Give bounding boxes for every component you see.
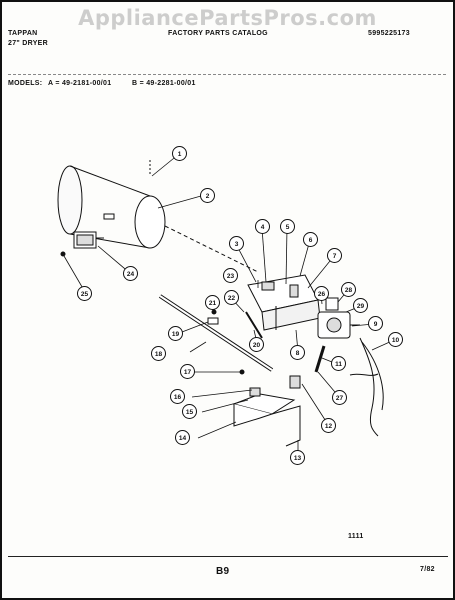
callout-18: 18: [151, 346, 166, 361]
callout-14: 14: [175, 430, 190, 445]
callout-25: 25: [77, 286, 92, 301]
model-a: A = 49-2181-00/01: [48, 80, 112, 87]
callout-19: 19: [168, 326, 183, 341]
callout-27: 27: [332, 390, 347, 405]
header-divider: [8, 74, 446, 75]
support-bracket-drawing: [232, 387, 301, 447]
callout-26: 26: [314, 286, 329, 301]
callout-8: 8: [290, 345, 305, 360]
callout-24: 24: [123, 266, 138, 281]
callout-1: 1: [172, 146, 187, 161]
callout-29: 29: [353, 298, 368, 313]
callout-20: 20: [249, 337, 264, 352]
figure-number: 1111: [348, 533, 364, 540]
callout-17: 17: [180, 364, 195, 379]
callout-5: 5: [280, 219, 295, 234]
motor-bracket-drawing: [60, 231, 104, 257]
callout-4: 4: [255, 219, 270, 234]
drum-drawing: [57, 165, 166, 249]
catalog-title: FACTORY PARTS CATALOG: [168, 30, 268, 37]
callout-12: 12: [321, 418, 336, 433]
callout-13: 13: [290, 450, 305, 465]
callout-6: 6: [303, 232, 318, 247]
callout-28: 28: [341, 282, 356, 297]
watermark: AppliancePartsPros.com: [78, 6, 377, 30]
product-label: 27" DRYER: [8, 40, 48, 47]
callout-9: 9: [368, 316, 383, 331]
callout-15: 15: [182, 404, 197, 419]
callout-2: 2: [200, 188, 215, 203]
brand-label: TAPPAN: [8, 30, 38, 37]
models-label: MODELS:: [8, 80, 43, 87]
page-number: B9: [216, 566, 230, 577]
gas-valve-drawing: [317, 297, 360, 339]
callout-7: 7: [327, 248, 342, 263]
callout-21: 21: [205, 295, 220, 310]
catalog-number: 5995225173: [368, 30, 410, 37]
callout-11: 11: [331, 356, 346, 371]
callout-22: 22: [224, 290, 239, 305]
burner-assembly-drawing: [247, 274, 321, 331]
callout-leaders: [63, 153, 395, 456]
revision-date: 7/82: [420, 566, 435, 573]
callout-16: 16: [170, 389, 185, 404]
model-b: B = 49-2281-00/01: [132, 80, 196, 87]
footer-divider: [8, 556, 448, 557]
callout-3: 3: [229, 236, 244, 251]
callout-10: 10: [388, 332, 403, 347]
callout-23: 23: [223, 268, 238, 283]
wire-harness-drawing: [349, 337, 384, 437]
